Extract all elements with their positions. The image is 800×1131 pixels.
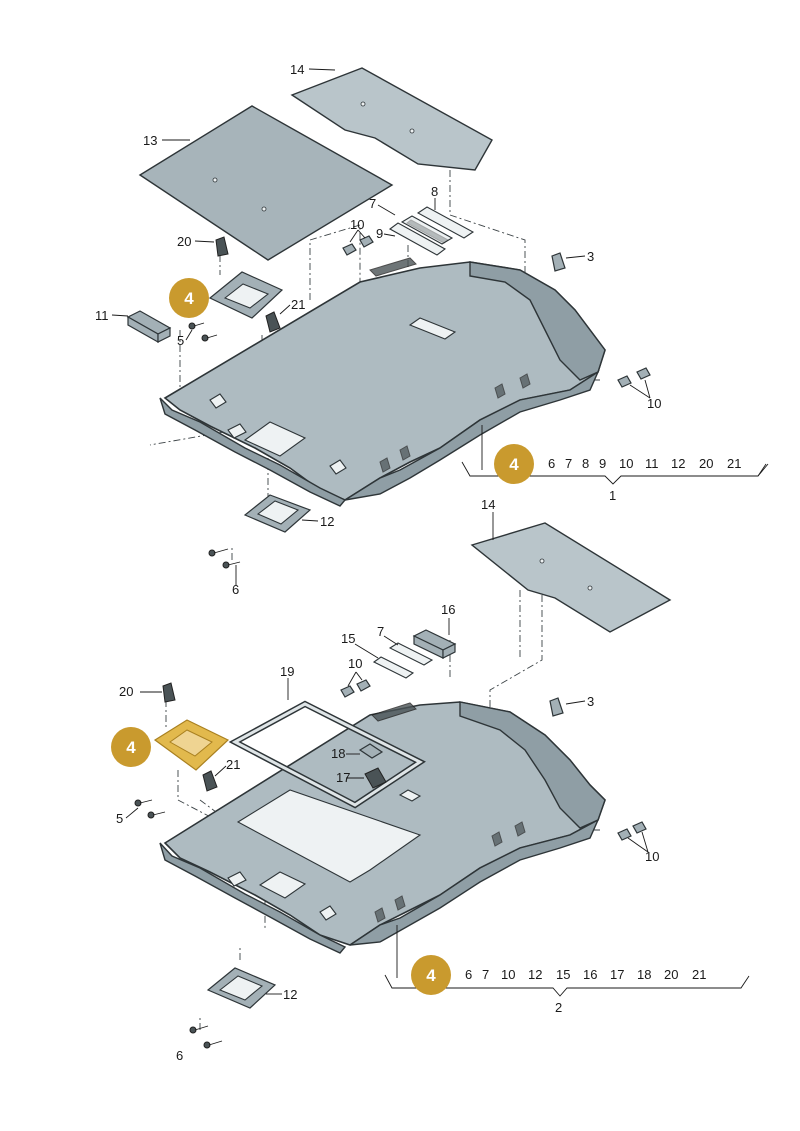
callout-17: 17: [336, 770, 350, 785]
callout-3-bottom: 3: [587, 694, 594, 709]
callout-15: 15: [341, 631, 355, 646]
badge-label: 4: [184, 289, 194, 308]
callout-3-top: 3: [587, 249, 594, 264]
callout-20-bottom: 20: [119, 684, 133, 699]
sunroof-cover-panel-14: [290, 67, 493, 171]
highlight-badge-4-top-list[interactable]: 4: [494, 444, 534, 484]
strip-15: [372, 656, 415, 679]
clip-3-bottom: [549, 697, 564, 717]
list1-item: 12: [671, 456, 685, 471]
callout-10-bottom-b: 10: [645, 849, 659, 864]
clip-21-top: [265, 311, 281, 333]
callout-6-top: 6: [232, 582, 239, 597]
list2-item: 21: [692, 967, 706, 982]
callout-9: 9: [376, 226, 383, 241]
badge-label: 4: [126, 738, 136, 757]
callout-2: 2: [555, 1000, 562, 1015]
callout-5-top: 5: [177, 333, 184, 348]
callout-18: 18: [331, 746, 345, 761]
list2-item: 10: [501, 967, 515, 982]
callout-10-top-b: 10: [647, 396, 661, 411]
list2-item: 20: [664, 967, 678, 982]
list1-item: 20: [699, 456, 713, 471]
callout-5-bottom: 5: [116, 811, 123, 826]
callout-10-top-a: 10: [350, 217, 364, 232]
assembly-2: [125, 512, 750, 1049]
strip-9: [388, 222, 447, 256]
callout-labels: 14 13 8 7 10 9 20 3 11 21 5 10 12 6 1 14…: [95, 62, 661, 1063]
callout-21-bottom: 21: [226, 757, 240, 772]
strip-7-b: [388, 642, 434, 666]
callout-14-bottom: 14: [481, 497, 495, 512]
range-bracket-1: [461, 425, 769, 485]
list1-item: 11: [645, 456, 659, 471]
clip-21-bottom: [202, 770, 218, 792]
callout-10-bottom-a: 10: [348, 656, 362, 671]
list2-item: 12: [528, 967, 542, 982]
callout-14-top: 14: [290, 62, 304, 77]
screws-6-top: [208, 548, 241, 569]
list1-item: 8: [582, 456, 589, 471]
list2-item: 15: [556, 967, 570, 982]
clip-20-top: [215, 236, 229, 257]
assembly-1-part-list: 6 7 8 9 10 11 12 20 21: [548, 456, 741, 471]
callout-19: 19: [280, 664, 294, 679]
clip-3-top: [551, 252, 566, 272]
list2-item: 18: [637, 967, 651, 982]
callout-12-bottom: 12: [283, 987, 297, 1002]
list2-item: 7: [482, 967, 489, 982]
strip-8: [416, 206, 475, 239]
callout-13: 13: [143, 133, 157, 148]
callout-8: 8: [431, 184, 438, 199]
callout-1: 1: [609, 488, 616, 503]
screws-5-bottom: [134, 799, 166, 819]
list2-item: 6: [465, 967, 472, 982]
assembly-1-leaders: [111, 68, 651, 585]
sunroof-cover-panel-14-b: [470, 522, 672, 633]
headliner-insulation-panel-13: [138, 105, 394, 261]
list1-item: 9: [599, 456, 606, 471]
badge-label: 4: [426, 966, 436, 985]
assembly-1: [111, 67, 769, 585]
range-bracket-2: [384, 925, 750, 997]
list2-item: 16: [583, 967, 597, 982]
list1-item: 7: [565, 456, 572, 471]
assembly-2-leaders: [125, 512, 649, 995]
clip-20-bottom: [162, 682, 176, 703]
bracket-18: [358, 743, 384, 759]
highlight-badge-4-bottom-list[interactable]: 4: [411, 955, 451, 995]
callout-6-bottom: 6: [176, 1048, 183, 1063]
assembly-2-part-list: 6 7 10 12 15 16 17 18 20 21: [465, 967, 706, 982]
callout-21-top: 21: [291, 297, 305, 312]
callout-7-top: 7: [369, 196, 376, 211]
highlight-badge-4-bottom-left[interactable]: 4: [111, 727, 151, 767]
screws-5-top: [188, 322, 218, 342]
callout-7-bottom: 7: [377, 624, 384, 639]
callout-11: 11: [95, 308, 109, 323]
callout-12-top: 12: [320, 514, 334, 529]
highlight-badge-4-top-left[interactable]: 4: [169, 278, 209, 318]
list1-item: 21: [727, 456, 741, 471]
strip-7: [400, 215, 454, 245]
pads-10-bottom: [340, 679, 647, 841]
callout-16: 16: [441, 602, 455, 617]
connector-17: [364, 767, 387, 789]
pads-10-top: [342, 235, 651, 388]
list2-item: 17: [610, 967, 624, 982]
screws-6-bottom: [189, 1025, 223, 1049]
badge-label: 4: [509, 455, 519, 474]
callout-20-top: 20: [177, 234, 191, 249]
list1-item: 10: [619, 456, 633, 471]
list1-item: 6: [548, 456, 555, 471]
